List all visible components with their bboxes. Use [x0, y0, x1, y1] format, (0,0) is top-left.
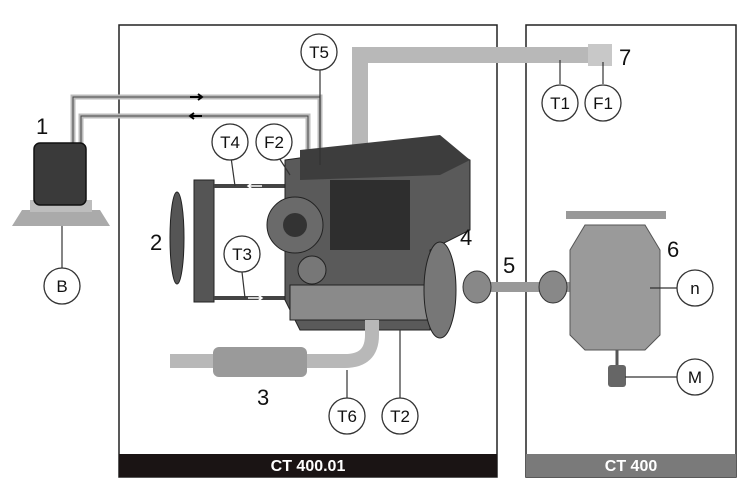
panel-ct400-01-title: CT 400.01 [271, 458, 346, 475]
sensor-t5-label: T5 [309, 43, 329, 62]
sensor-m [676, 358, 714, 396]
sensor-m-label: M [688, 368, 702, 387]
panel-ct400-title: CT 400 [605, 458, 658, 475]
radiator [193, 179, 215, 303]
fuel-tank [33, 142, 87, 206]
flow-arrow-supply [190, 93, 204, 101]
sensor-f1 [584, 84, 622, 122]
muffler [213, 347, 307, 377]
coolant-arrow-top [246, 182, 262, 190]
sensor-t2 [381, 397, 419, 435]
component-number-3: 3 [257, 385, 269, 410]
intake-pipe [352, 47, 600, 175]
sensor-t1 [541, 84, 579, 122]
fan [169, 191, 185, 285]
drive-shaft [470, 282, 570, 292]
sensor-n-label: n [690, 279, 699, 298]
exhaust-pipe [170, 320, 379, 368]
sensor-t3-label: T3 [232, 245, 252, 264]
sensor-f1-label: F1 [593, 94, 613, 113]
sensor-t2-label: T2 [390, 407, 410, 426]
coolant-arrow-bottom [248, 294, 264, 302]
sensor-f2-label: F2 [264, 133, 284, 152]
sensor-t4-label: T4 [220, 133, 240, 152]
component-number-2: 2 [150, 230, 162, 255]
engine [266, 135, 471, 339]
scale-platform [12, 210, 110, 226]
dyno-mount [566, 211, 666, 219]
component-number-7: 7 [619, 45, 631, 70]
panel-ct400-title-bar [526, 454, 736, 477]
panel-ct400-01-title-bar [119, 454, 497, 477]
sensor-t1-label: T1 [550, 94, 570, 113]
component-number-1: 1 [36, 114, 48, 139]
sensor-t3 [223, 235, 261, 273]
pipe-end-7 [588, 44, 612, 66]
sensor-t6-label: T6 [337, 407, 357, 426]
component-number-6: 6 [667, 237, 679, 262]
sensor-t5 [300, 33, 338, 71]
sensor-n [676, 269, 714, 307]
sensor-t4 [211, 123, 249, 161]
sensor-f2 [255, 123, 293, 161]
sensor-t6 [328, 397, 366, 435]
dynamometer [569, 224, 661, 351]
flow-arrow-return [188, 112, 202, 120]
component-number-4: 4 [460, 225, 472, 250]
component-number-5: 5 [503, 253, 515, 278]
sensor-b-label: B [56, 277, 67, 296]
sensor-b [43, 267, 81, 305]
flywheel [423, 241, 457, 339]
